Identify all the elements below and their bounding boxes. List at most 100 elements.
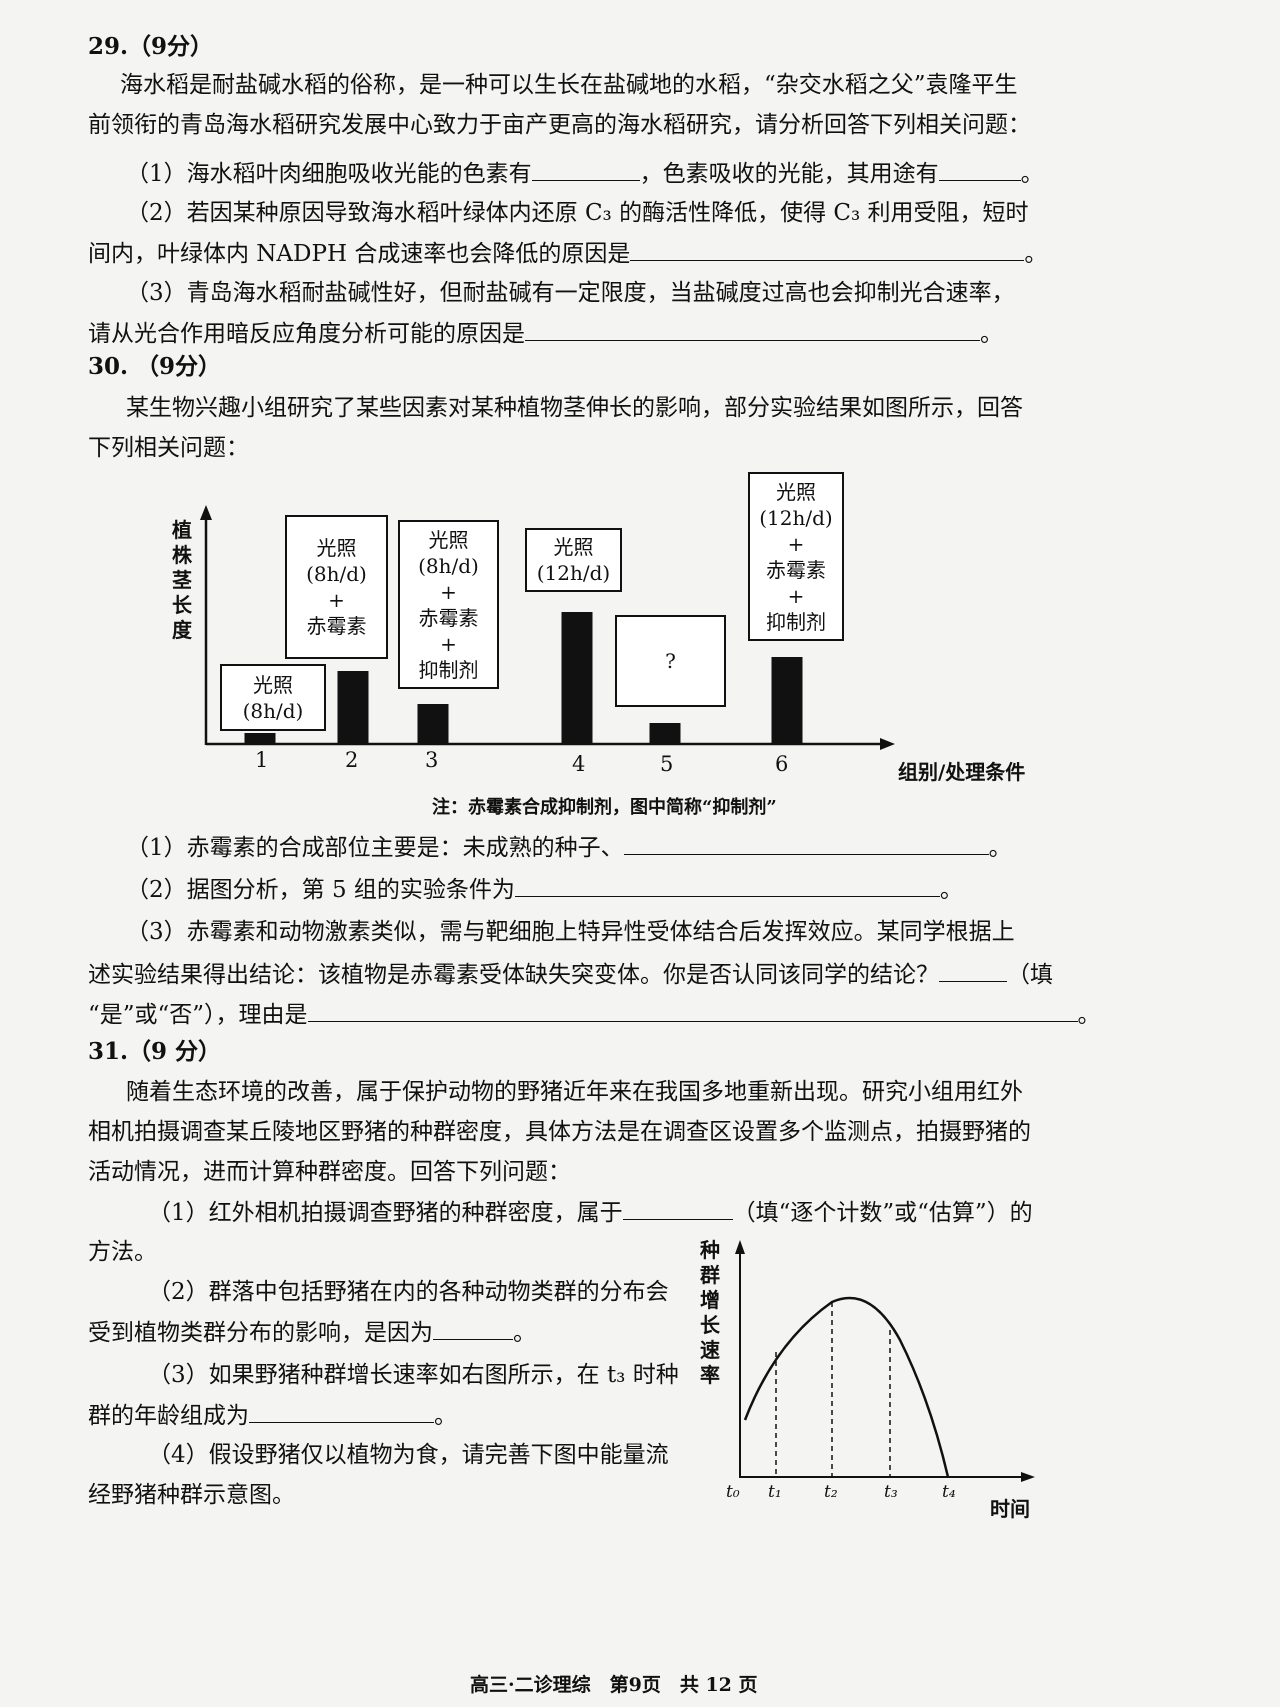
condition-text: + [787, 531, 805, 556]
q29-intro-1: 海水稻是耐盐碱水稻的俗称，是一种可以生长在盐碱地的水稻，“杂交水稻之父”袁隆平生 [120, 72, 1018, 98]
condition-box-2: 光照(8h/d)+赤霉素 [285, 515, 388, 659]
condition-text: (8h/d) [242, 698, 304, 723]
condition-text: ? [665, 649, 676, 673]
q31-p1b: （填“逐个计数”或“估算”）的 [732, 1200, 1033, 1226]
tick-t3: t₃ [884, 1482, 898, 1502]
condition-text: 赤霉素 [418, 605, 479, 630]
q30-part2: （2）据图分析，第 5 组的实验条件为。 [126, 874, 963, 905]
period: 。 [1020, 161, 1044, 187]
category-label: 3 [425, 748, 439, 772]
period: 。 [988, 835, 1012, 861]
q31-p4a: （4）假设野猪仅以植物为食，请完善下图中能量流 [148, 1442, 669, 1468]
bar-group-4 [561, 612, 593, 744]
tick-t1: t₁ [768, 1482, 782, 1502]
chart-xlabel: 组别/处理条件 [898, 760, 1026, 784]
answer-blank[interactable] [307, 999, 1078, 1022]
q30-p3d: “是”或“否”），理由是 [88, 1002, 308, 1028]
period: 。 [513, 1320, 536, 1346]
condition-text: + [440, 579, 457, 604]
tick-t4: t₄ [942, 1482, 956, 1502]
y-axis-arrow-icon [200, 505, 212, 520]
q30-heading: 30. （9分） [88, 353, 222, 380]
condition-text: 赤霉素 [306, 614, 367, 638]
condition-text: 光照 [776, 479, 816, 504]
growth-rate-curve [743, 1296, 950, 1478]
condition-box-1: 光照(8h/d) [220, 664, 326, 731]
condition-text: 抑制剂 [766, 609, 826, 634]
category-label: 4 [572, 752, 586, 776]
page-footer: 高三·二诊理综 第9页 共 12 页 [470, 1674, 758, 1696]
condition-text: 光照 [428, 527, 469, 552]
q31-intro-1: 随着生态环境的改善，属于保护动物的野猪近年来在我国多地重新出现。研究小组用红外 [126, 1079, 1023, 1105]
condition-text: + [440, 631, 457, 656]
q30-p3a: （3）赤霉素和动物激素类似，需与靶细胞上特异性受体结合后发挥效应。某同学根据上 [126, 919, 1015, 945]
period: 。 [939, 877, 963, 903]
answer-blank[interactable] [630, 238, 1025, 261]
answer-blank[interactable] [525, 318, 980, 341]
tick-t2: t₂ [824, 1482, 838, 1502]
bar-group-1 [244, 733, 276, 744]
q30-p3b: 述实验结果得出结论：该植物是赤霉素受体缺失突变体。你是否认同该同学的结论？ [88, 962, 939, 988]
answer-blank[interactable] [622, 1197, 733, 1220]
q31-p2a: （2）群落中包括野猪在内的各种动物类群的分布会 [148, 1279, 669, 1305]
bar-group-6 [771, 657, 803, 744]
answer-blank[interactable] [249, 1400, 434, 1423]
q30-p1: （1）赤霉素的合成部位主要是：未成熟的种子、 [126, 835, 624, 861]
q30-p3c: （填 [1007, 962, 1053, 988]
q29-p1a: （1）海水稻叶肉细胞吸收光能的色素有 [126, 161, 532, 187]
graph-ylabel: 种群增长速率 [700, 1238, 720, 1387]
category-label: 1 [255, 748, 269, 772]
condition-text: 光照 [253, 672, 293, 697]
condition-text: (8h/d) [306, 562, 367, 586]
condition-text: (12h/d) [759, 505, 833, 530]
graph-y-arrow-icon [735, 1240, 745, 1254]
q31-heading: 31.（9 分） [88, 1038, 222, 1065]
answer-blank[interactable] [623, 832, 989, 855]
q30-part3-line2: 述实验结果得出结论：该植物是赤霉素受体缺失突变体。你是否认同该同学的结论？ （填 [88, 959, 1053, 990]
condition-text: + [787, 583, 805, 608]
bar-group-2 [337, 671, 369, 744]
answer-blank[interactable] [531, 158, 640, 181]
x-axis-arrow-icon [880, 738, 895, 750]
q31-p3b: 群的年龄组成为 [88, 1403, 249, 1429]
period: 。 [980, 321, 1003, 347]
condition-box-4: 光照(12h/d) [525, 528, 622, 592]
condition-box-3: 光照(8h/d)+赤霉素+抑制剂 [398, 520, 499, 689]
q29-heading: 29.（9分） [88, 33, 214, 60]
q31-part2-line2: 受到植物类群分布的影响，是因为 。 [88, 1317, 536, 1348]
q31-p3a: （3）如果野猪种群增长速率如右图所示，在 t₃ 时种 [148, 1362, 679, 1388]
q29-p2a: （2）若因某种原因导致海水稻叶绿体内还原 C₃ 的酶活性降低，使得 C₃ 利用受… [126, 200, 1029, 226]
q29-p2b: 间内，叶绿体内 NADPH 合成速率也会降低的原因是 [88, 241, 631, 267]
q31-part3-line2: 群的年龄组成为。 [88, 1400, 457, 1431]
q31-p1c: 方法。 [88, 1239, 157, 1265]
q31-p2b: 受到植物类群分布的影响，是因为 [88, 1320, 433, 1346]
q29-p3b: 请从光合作用暗反应角度分析可能的原因是 [88, 321, 525, 347]
category-label: 5 [660, 752, 674, 776]
category-label: 2 [345, 748, 359, 772]
q29-part1: （1）海水稻叶肉细胞吸收光能的色素有 ，色素吸收的光能，其用途有 。 [126, 158, 1044, 189]
q29-p1b: ，色素吸收的光能，其用途有 [639, 161, 939, 187]
q31-part1: （1）红外相机拍摄调查野猪的种群密度，属于（填“逐个计数”或“估算”）的 [148, 1197, 1033, 1228]
graph-xlabel: 时间 [990, 1497, 1030, 1521]
answer-blank[interactable] [433, 1317, 513, 1340]
graph-x-arrow-icon [1021, 1472, 1035, 1482]
q30-intro-1: 某生物兴趣小组研究了某些因素对某种植物茎伸长的影响，部分实验结果如图所示，回答 [126, 395, 1023, 421]
condition-text: + [328, 588, 345, 612]
q31-intro-2: 相机拍摄调查某丘陵地区野猪的种群密度，具体方法是在调查区设置多个监测点，拍摄野猪… [88, 1119, 1031, 1145]
period: 。 [1077, 1002, 1101, 1028]
q31-p4b: 经野猪种群示意图。 [88, 1482, 295, 1508]
q30-part3-line3: “是”或“否”），理由是 。 [88, 999, 1101, 1030]
answer-blank[interactable] [514, 874, 940, 897]
condition-text: 光照 [316, 536, 357, 560]
condition-text: (12h/d) [536, 561, 611, 585]
answer-blank[interactable] [938, 158, 1021, 181]
q30-intro-2: 下列相关问题： [88, 435, 249, 461]
answer-blank[interactable] [939, 959, 1007, 982]
period: 。 [1024, 241, 1048, 267]
q31-intro-3: 活动情况，进而计算种群密度。回答下列问题： [88, 1159, 571, 1185]
chart-ylabel: 植株茎长度 [172, 518, 192, 642]
condition-text: 光照 [553, 535, 594, 559]
tick-t0: t₀ [726, 1482, 740, 1502]
